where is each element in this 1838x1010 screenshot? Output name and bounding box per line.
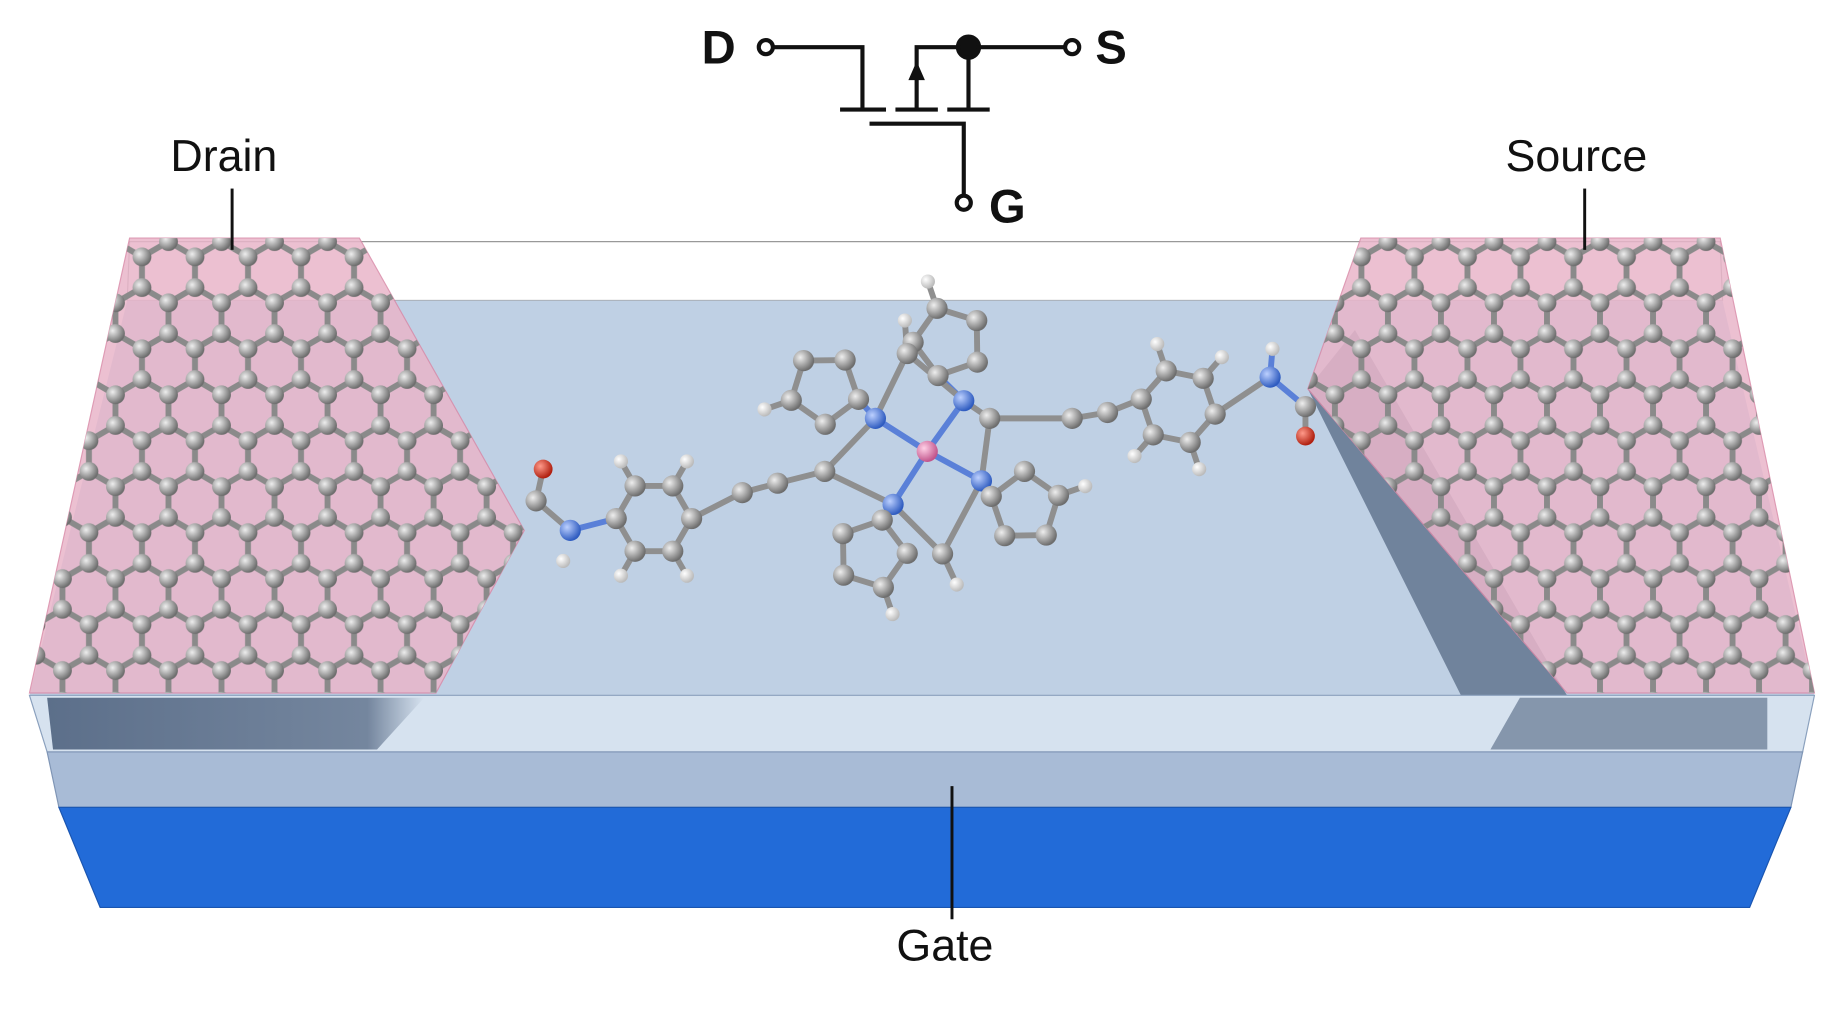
carbon-atom: [926, 297, 948, 319]
source-terminal-label: S: [1095, 21, 1126, 74]
carbon-atom: [896, 342, 918, 365]
carbon-atom: [1035, 524, 1057, 546]
nitrogen-atom: [882, 493, 904, 516]
carbon-atom: [980, 485, 1002, 507]
nitrogen-atom: [953, 390, 975, 412]
carbon-atom: [662, 540, 684, 562]
hydrogen-atom: [920, 274, 935, 289]
bond: [939, 479, 985, 556]
hydrogen-atom: [1265, 341, 1280, 356]
source-label: Source: [1506, 131, 1648, 181]
drain-label: Drain: [170, 131, 277, 181]
hydrogen-atom: [757, 402, 772, 417]
carbon-atom: [1192, 367, 1214, 389]
carbon-atom: [662, 475, 684, 497]
carbon-atom: [1204, 403, 1226, 425]
carbon-atom: [872, 576, 894, 598]
carbon-atom: [1130, 388, 1152, 410]
hydrogen-atom: [556, 553, 571, 569]
nitrogen-atom: [864, 407, 887, 429]
carbon-atom: [1013, 460, 1036, 483]
drain-electrode: [28, 237, 525, 694]
hydrogen-atom: [1150, 336, 1165, 352]
junction-dot-icon: [955, 34, 982, 60]
hydrogen-atom: [1127, 448, 1142, 464]
hydrogen-atom: [897, 313, 912, 328]
nitrogen-atom: [970, 470, 993, 492]
gate-label: Gate: [896, 920, 993, 970]
hydrogen-atom: [1078, 479, 1093, 494]
carbon-atom: [780, 389, 802, 411]
drain-terminal-label: D: [702, 21, 736, 74]
carbon-atom: [966, 351, 988, 373]
carbon-atom: [931, 543, 954, 565]
carbon-atom: [1047, 484, 1070, 506]
hydrogen-atom: [1192, 462, 1207, 477]
source-shadow: [1490, 697, 1768, 750]
porphyrin-molecule: [525, 274, 1317, 622]
mosfet-symbol: [756, 34, 1082, 212]
oxygen-atom: [1296, 426, 1315, 446]
carbon-atom: [792, 350, 815, 372]
oxide-layer: [46, 751, 1804, 808]
carbon-atom: [1155, 360, 1177, 382]
carbon-atom: [834, 349, 856, 371]
carbon-atom: [1096, 401, 1119, 424]
carbon-atom: [1179, 431, 1201, 453]
bond: [823, 468, 895, 508]
carbon-atom: [814, 460, 836, 483]
carbon-atom: [767, 472, 789, 494]
hydrogen-atom: [679, 454, 694, 469]
gate-layer: [58, 806, 1792, 909]
oxygen-atom: [533, 459, 553, 479]
carbon-atom: [624, 475, 646, 497]
hydrogen-atom: [679, 568, 694, 583]
gate-terminal-label: G: [989, 180, 1026, 233]
drain-terminal-icon: [756, 38, 775, 57]
hydrogen-atom: [613, 454, 628, 469]
carbon-atom: [814, 413, 836, 435]
gate-terminal-icon: [954, 193, 973, 212]
carbon-atom: [1142, 424, 1164, 446]
bond: [822, 416, 878, 474]
carbon-atom: [871, 509, 893, 531]
carbon-atom: [994, 525, 1016, 547]
arrow-up-icon: [908, 61, 925, 81]
carbon-atom: [731, 482, 753, 504]
hydrogen-atom: [949, 577, 964, 592]
carbon-atom: [896, 542, 918, 564]
bond: [1213, 374, 1272, 417]
carbon-atom: [605, 507, 627, 530]
carbon-atom: [832, 522, 854, 545]
source-terminal-icon: [1063, 38, 1082, 57]
nitrogen-atom: [559, 519, 581, 541]
hydrogen-atom: [1214, 350, 1229, 365]
carbon-atom: [525, 490, 547, 512]
carbon-atom: [847, 388, 870, 410]
hydrogen-atom: [885, 607, 900, 622]
carbon-atom: [966, 309, 988, 332]
carbon-atom: [681, 507, 703, 530]
hydrogen-atom: [613, 568, 628, 583]
carbon-atom: [1294, 395, 1317, 418]
drain-shadow: [47, 697, 425, 750]
carbon-atom: [833, 564, 855, 586]
carbon-atom: [979, 407, 1001, 429]
carbon-atom: [927, 364, 949, 387]
bond: [890, 502, 945, 556]
source-electrode: [1307, 237, 1816, 694]
nitrogen-atom: [1259, 366, 1281, 388]
carbon-atom: [624, 540, 646, 562]
carbon-atom: [1061, 407, 1083, 429]
bond: [872, 352, 910, 420]
metal-atom: [916, 440, 938, 462]
